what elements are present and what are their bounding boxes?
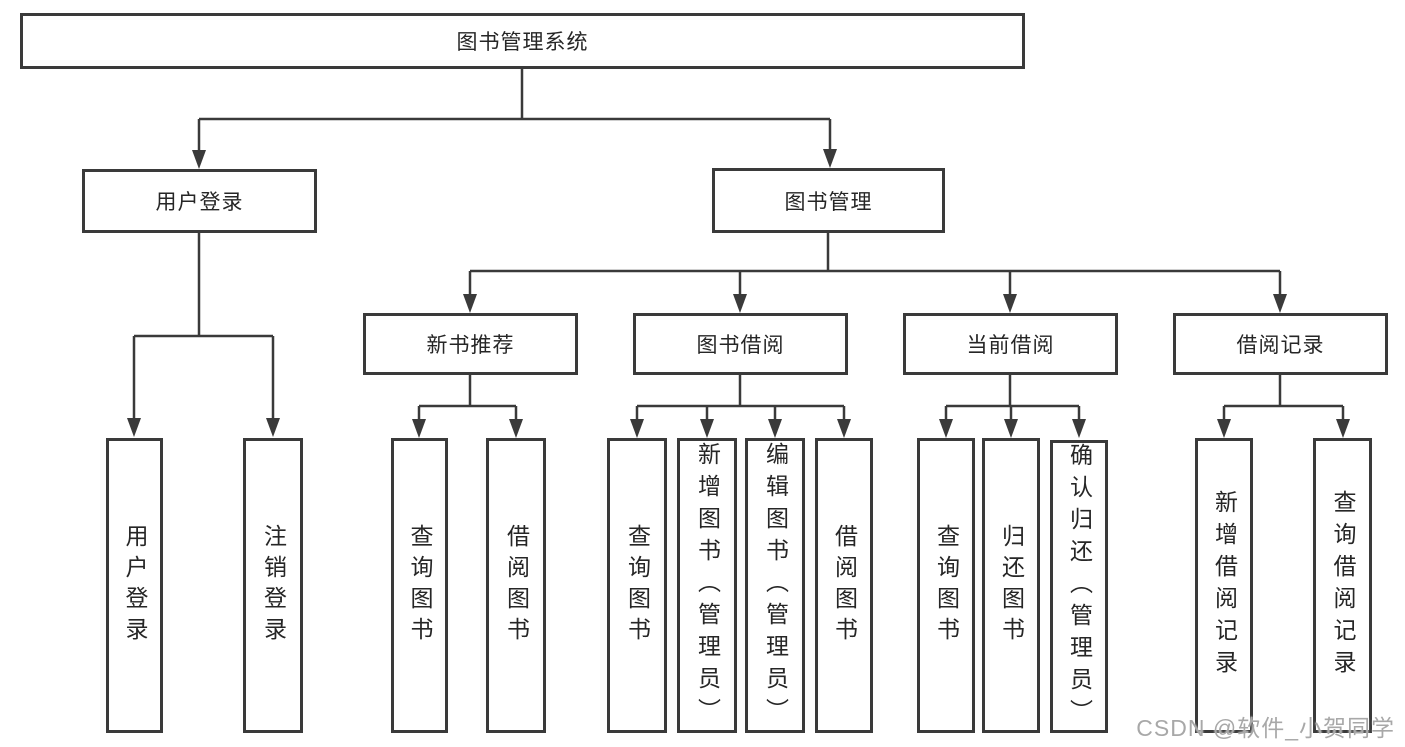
leaf-query-borrow-record: 查询借阅记录 (1313, 438, 1372, 733)
leaf-borrow-books-recommend: 借阅图书 (486, 438, 546, 733)
leaf-borrow-books: 借阅图书 (815, 438, 873, 733)
leaf-user-login: 用户登录 (106, 438, 163, 733)
leaf-add-books-admin: 新增图书（管理员） (677, 438, 737, 733)
node-library-management-system: 图书管理系统 (20, 13, 1025, 69)
leaf-query-books-borrow: 查询图书 (607, 438, 667, 733)
leaf-return-books: 归还图书 (982, 438, 1040, 733)
leaf-logout: 注销登录 (243, 438, 303, 733)
leaf-confirm-return-admin: 确认归还（管理员） (1050, 440, 1108, 733)
node-book-borrow: 图书借阅 (633, 313, 848, 375)
leaf-query-books-recommend: 查询图书 (391, 438, 448, 733)
leaf-add-borrow-record: 新增借阅记录 (1195, 438, 1253, 733)
leaf-query-books-current: 查询图书 (917, 438, 975, 733)
node-borrow-records: 借阅记录 (1173, 313, 1388, 375)
node-book-management: 图书管理 (712, 168, 945, 233)
leaf-edit-books-admin: 编辑图书（管理员） (745, 438, 805, 733)
csdn-watermark: CSDN @软件_小贺同学 (1136, 715, 1395, 741)
node-user-login: 用户登录 (82, 169, 317, 233)
node-current-borrow: 当前借阅 (903, 313, 1118, 375)
node-new-book-recommend: 新书推荐 (363, 313, 578, 375)
